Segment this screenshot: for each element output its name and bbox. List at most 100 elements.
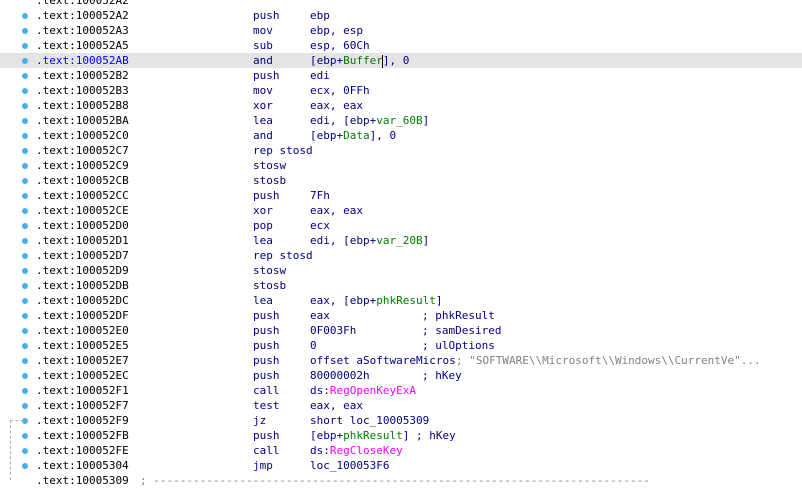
stack-variable[interactable]: Data [343, 129, 370, 142]
instruction-mnemonic[interactable]: lea [253, 294, 273, 307]
line-address[interactable]: .text:100052D1 [36, 234, 129, 247]
instruction-mnemonic[interactable]: xor [253, 99, 273, 112]
instruction-operands[interactable]: loc_100053F6 [310, 458, 389, 473]
breakpoint-dot-icon[interactable] [22, 133, 28, 139]
instruction-mnemonic[interactable]: rep stosd [253, 144, 313, 157]
instruction-mnemonic[interactable]: mov [253, 24, 273, 37]
instruction-mnemonic[interactable]: push [253, 339, 280, 352]
line-address[interactable]: .text:100052CC [36, 189, 129, 202]
line-address[interactable]: .text:100052B2 [36, 69, 129, 82]
breakpoint-dot-icon[interactable] [22, 268, 28, 274]
instruction-mnemonic[interactable]: jmp [253, 459, 273, 472]
instruction-operands[interactable]: eax, eax [310, 398, 363, 413]
breakpoint-dot-icon[interactable] [22, 28, 28, 34]
breakpoint-dot-icon[interactable] [22, 298, 28, 304]
instruction-mnemonic[interactable]: push [253, 354, 280, 367]
breakpoint-dot-icon[interactable] [22, 103, 28, 109]
line-address[interactable]: .text:100052A2 [36, 0, 129, 7]
breakpoint-dot-icon[interactable] [22, 208, 28, 214]
line-address[interactable]: .text:100052D7 [36, 249, 129, 262]
instruction-operands[interactable]: esp, 60Ch [310, 38, 370, 53]
instruction-mnemonic[interactable]: push [253, 369, 280, 382]
line-address[interactable]: .text:100052BA [36, 114, 129, 127]
breakpoint-dot-icon[interactable] [22, 418, 28, 424]
line-address[interactable]: .text:100052AB [36, 54, 129, 67]
line-address[interactable]: .text:100052E7 [36, 354, 129, 367]
line-address[interactable]: .text:100052B8 [36, 99, 129, 112]
breakpoint-dot-icon[interactable] [22, 358, 28, 364]
breakpoint-dot-icon[interactable] [22, 253, 28, 259]
disasm-line[interactable]: .text:100052C7 rep stosd [0, 143, 802, 158]
breakpoint-dot-icon[interactable] [22, 193, 28, 199]
instruction-mnemonic[interactable]: push [253, 429, 280, 442]
instruction-operands[interactable]: eax, eax [310, 98, 363, 113]
breakpoint-dot-icon[interactable] [22, 328, 28, 334]
line-address[interactable]: .text:100052B3 [36, 84, 129, 97]
stack-variable[interactable]: Buffer [343, 54, 383, 67]
line-address[interactable]: .text:100052D0 [36, 219, 129, 232]
breakpoint-dot-icon[interactable] [22, 448, 28, 454]
stack-variable[interactable]: phkResult [343, 429, 403, 442]
instruction-operands[interactable]: ebp, esp [310, 23, 363, 38]
line-address[interactable]: .text:100052A2 [36, 9, 129, 22]
instruction-mnemonic[interactable]: and [253, 129, 273, 142]
breakpoint-dot-icon[interactable] [22, 163, 28, 169]
instruction-operands[interactable]: [ebp+phkResult] ; hKey [310, 428, 456, 443]
instruction-mnemonic[interactable]: push [253, 309, 280, 322]
breakpoint-dot-icon[interactable] [22, 223, 28, 229]
instruction-operands[interactable]: [ebp+Data], 0 [310, 128, 396, 143]
line-address[interactable]: .text:100052CB [36, 174, 129, 187]
instruction-operands[interactable]: eax, [ebp+phkResult] [310, 293, 442, 308]
line-address[interactable]: .text:100052DB [36, 279, 129, 292]
line-address[interactable]: .text:100052FE [36, 444, 129, 457]
instruction-mnemonic[interactable]: sub [253, 39, 273, 52]
disasm-line[interactable]: .text:100052CB stosb [0, 173, 802, 188]
instruction-mnemonic[interactable]: call [253, 384, 280, 397]
line-address[interactable]: .text:100052F9 [36, 414, 129, 427]
breakpoint-dot-icon[interactable] [22, 313, 28, 319]
breakpoint-dot-icon[interactable] [22, 88, 28, 94]
line-address[interactable]: .text:100052C0 [36, 129, 129, 142]
instruction-operands[interactable]: ecx, 0FFh [310, 83, 370, 98]
instruction-operands[interactable]: 0 [310, 338, 317, 353]
line-address[interactable]: .text:100052C7 [36, 144, 129, 157]
breakpoint-dot-icon[interactable] [22, 373, 28, 379]
instruction-operands[interactable]: ds:RegOpenKeyExA [310, 383, 416, 398]
breakpoint-dot-icon[interactable] [22, 283, 28, 289]
instruction-mnemonic[interactable]: pop [253, 219, 273, 232]
breakpoint-dot-icon[interactable] [22, 343, 28, 349]
instruction-operands[interactable]: offset aSoftwareMicros [310, 353, 456, 368]
instruction-mnemonic[interactable]: push [253, 69, 280, 82]
instruction-operands[interactable]: eax, eax [310, 203, 363, 218]
line-address[interactable]: .text:100052D9 [36, 264, 129, 277]
disasm-line[interactable]: .text:10005304 jmp loc_100053F6 [0, 458, 802, 473]
breakpoint-dot-icon[interactable] [22, 178, 28, 184]
line-address[interactable]: .text:100052EC [36, 369, 129, 382]
line-address[interactable]: .text:10005304 [36, 459, 129, 472]
line-address[interactable]: .text:100052F7 [36, 399, 129, 412]
disasm-line[interactable]: .text:100052B8 xor eax, eax [0, 98, 802, 113]
instruction-operands[interactable]: [ebp+Buffer], 0 [310, 53, 409, 68]
breakpoint-dot-icon[interactable] [22, 403, 28, 409]
instruction-operands[interactable]: 7Fh [310, 188, 330, 203]
line-address[interactable]: .text:100052F1 [36, 384, 129, 397]
breakpoint-dot-icon[interactable] [22, 148, 28, 154]
instruction-operands[interactable]: ebp [310, 8, 330, 23]
instruction-mnemonic[interactable]: stosb [253, 174, 287, 187]
